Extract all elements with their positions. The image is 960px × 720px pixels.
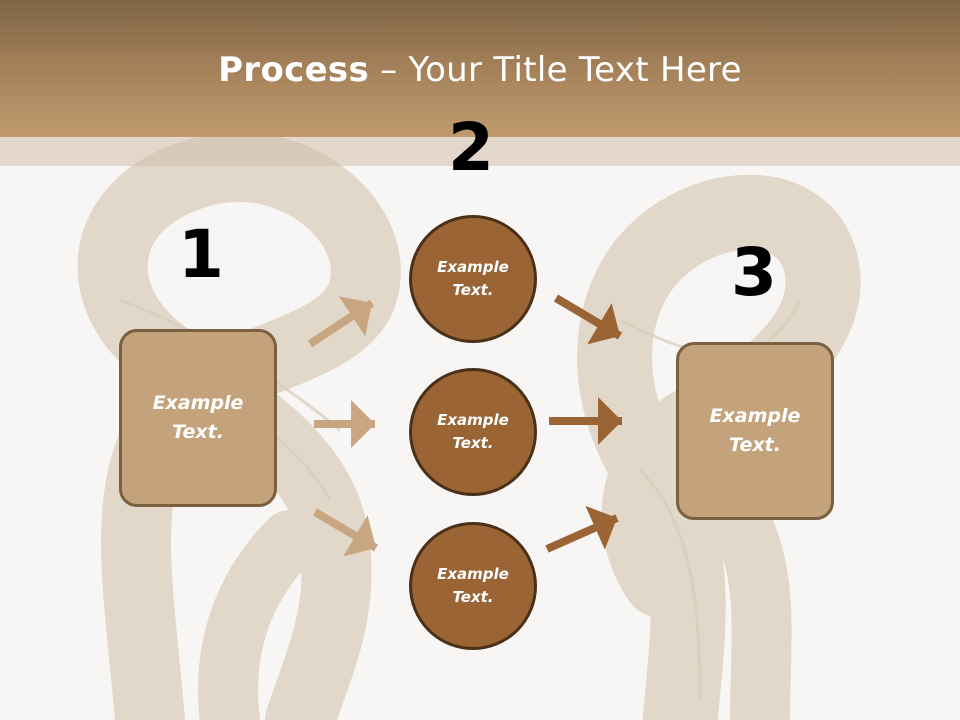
step-1-text: Example Text.	[152, 392, 244, 443]
arrow-bottom-to-3	[545, 505, 619, 553]
title-sub-band	[0, 137, 960, 166]
title-band	[0, 0, 960, 137]
title-bold: Process	[218, 50, 370, 90]
step-2-circle-middle-text: Example Text.	[437, 411, 509, 452]
step-2-circle-bottom-text: Example Text.	[437, 565, 509, 606]
title-rest: – Your Title Text Here	[369, 50, 742, 90]
step-2-circle-top[interactable]: Example Text.	[409, 215, 537, 343]
page-title: Process – Your Title Text Here	[0, 50, 960, 90]
step-number-1: 1	[178, 216, 224, 293]
step-2-circle-bottom[interactable]: Example Text.	[409, 522, 537, 650]
step-2-circle-top-text: Example Text.	[437, 258, 509, 299]
arrow-1-to-bottom	[312, 508, 379, 557]
step-number-2: 2	[448, 109, 494, 186]
step-2-circle-middle[interactable]: Example Text.	[409, 368, 537, 496]
step-1-box[interactable]: Example Text.	[119, 329, 277, 507]
step-3-text: Example Text.	[709, 405, 801, 456]
arrow-top-to-3	[553, 294, 623, 345]
step-number-3: 3	[731, 234, 777, 311]
arrow-1-to-top	[307, 296, 375, 348]
step-3-box[interactable]: Example Text.	[676, 342, 834, 520]
